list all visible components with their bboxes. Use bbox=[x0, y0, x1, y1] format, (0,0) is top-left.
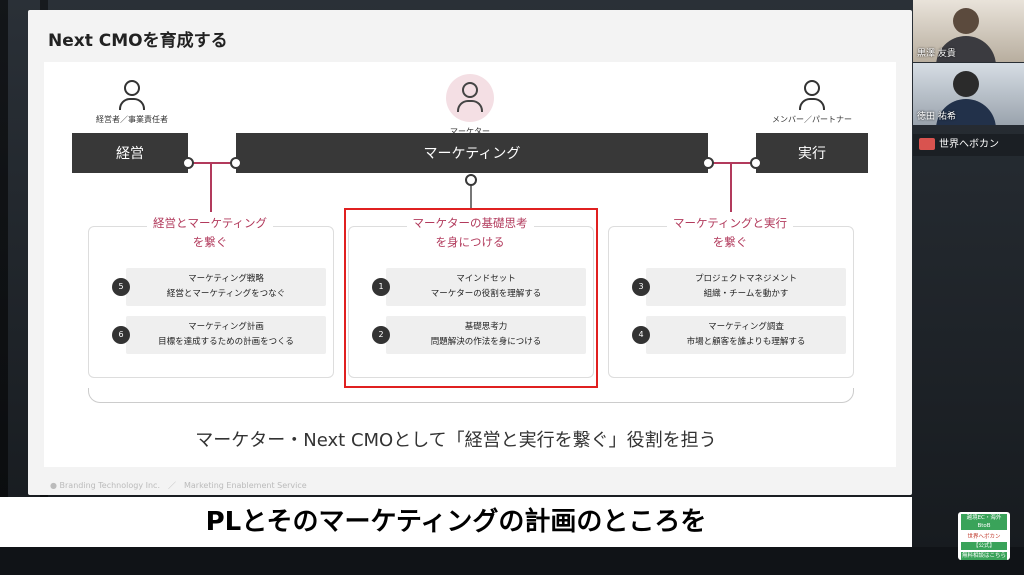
subtitle-caption: PLとそのマーケティングの計画のところを bbox=[0, 497, 912, 547]
corner-logo[interactable]: 越境EC・海外BtoB 世界へボカン 【公式】 無料相談はこちら bbox=[958, 512, 1010, 560]
item-title: マーケティング計画 bbox=[188, 322, 264, 332]
item-title: 基礎思考力 bbox=[464, 322, 508, 332]
card-title: マーケターの基礎思考 を身につける bbox=[348, 214, 592, 252]
card-title-line: を身につける bbox=[429, 235, 511, 249]
marketer-person: マーケター bbox=[430, 74, 510, 137]
participant-name: 黒澤 友貴 bbox=[917, 49, 956, 59]
connector-dot bbox=[182, 157, 194, 169]
person-body bbox=[799, 98, 825, 110]
connector-line bbox=[210, 164, 212, 212]
item-number: 1 bbox=[372, 278, 390, 296]
slide-footer: ● Branding Technology Inc. ／ Marketing E… bbox=[50, 481, 307, 490]
participant-video[interactable]: 黒澤 友貴 bbox=[913, 0, 1024, 62]
item-number: 5 bbox=[112, 278, 130, 296]
logo-line: 越境EC・海外BtoB bbox=[961, 514, 1007, 530]
list-item: 1 マインドセット マーケターの役割を理解する bbox=[372, 268, 586, 306]
management-bar: 経営 bbox=[72, 133, 188, 173]
card-title-line: 経営とマーケティング bbox=[146, 216, 274, 230]
item-title: マインドセット bbox=[456, 274, 516, 284]
card-title-line: を繋ぐ bbox=[186, 235, 234, 249]
connector-dot bbox=[230, 157, 242, 169]
item-number: 3 bbox=[632, 278, 650, 296]
connector-dot bbox=[750, 157, 762, 169]
connector-line bbox=[470, 178, 472, 208]
channel-banner: 世界へボカン bbox=[913, 134, 1024, 156]
execution-bar: 実行 bbox=[756, 133, 868, 173]
item-desc: 経営とマーケティングをつなぐ bbox=[166, 289, 286, 299]
participant-avatar bbox=[953, 71, 979, 97]
card-title-line: マーケティングと実行 bbox=[666, 216, 794, 230]
item-desc: 目標を達成するための計画をつくる bbox=[158, 337, 294, 347]
chat-bubble-icon bbox=[919, 138, 935, 150]
channel-name: 世界へボカン bbox=[939, 139, 999, 150]
list-item: 4 マーケティング調査 市場と顧客を誰よりも理解する bbox=[632, 316, 846, 354]
connector-line bbox=[730, 164, 732, 212]
item-desc: 問題解決の作法を身につける bbox=[430, 337, 542, 347]
person-icon bbox=[804, 80, 820, 96]
card-title-line: を繋ぐ bbox=[706, 235, 754, 249]
person-body bbox=[119, 98, 145, 110]
list-item: 6 マーケティング計画 目標を達成するための計画をつくる bbox=[112, 316, 326, 354]
item-desc: 組織・チームを動かす bbox=[703, 289, 789, 299]
participant-avatar bbox=[953, 8, 979, 34]
participant-name: 徳田 祐希 bbox=[917, 112, 956, 122]
item-desc: 市場と顧客を誰よりも理解する bbox=[686, 337, 806, 347]
marketer-label: マーケター bbox=[450, 127, 490, 136]
executive-person: 経営者／事業責任者 bbox=[92, 80, 172, 125]
item-title: マーケティング戦略 bbox=[188, 274, 264, 284]
highlight-box bbox=[344, 208, 598, 388]
card-title-line: マーケターの基礎思考 bbox=[406, 216, 534, 230]
card-title: 経営とマーケティング を繋ぐ bbox=[88, 214, 332, 252]
summary-text: マーケター・Next CMOとして「経営と実行を繋ぐ」役割を担う bbox=[195, 430, 717, 451]
person-icon bbox=[124, 80, 140, 96]
person-body bbox=[457, 100, 483, 112]
connector-dot bbox=[465, 174, 477, 186]
connector-line bbox=[188, 162, 236, 164]
participant-video[interactable]: 徳田 祐希 bbox=[913, 63, 1024, 125]
bottom-band bbox=[0, 547, 1024, 575]
card-title: マーケティングと実行 を繋ぐ bbox=[608, 214, 852, 252]
logo-line: 【公式】 bbox=[961, 542, 1007, 550]
logo-line: 世界へボカン bbox=[967, 534, 1001, 540]
list-item: 3 プロジェクトマネジメント 組織・チームを動かす bbox=[632, 268, 846, 306]
person-head bbox=[462, 82, 478, 98]
item-desc: マーケターの役割を理解する bbox=[430, 289, 542, 299]
member-person: メンバー／パートナー bbox=[752, 80, 872, 125]
logo-line: 無料相談はこちら bbox=[961, 552, 1007, 560]
marketing-bar: マーケティング bbox=[236, 133, 708, 173]
slide-title: Next CMOを育成する bbox=[48, 31, 228, 51]
item-title: マーケティング調査 bbox=[708, 322, 784, 332]
connector-dot bbox=[702, 157, 714, 169]
item-number: 6 bbox=[112, 326, 130, 344]
member-label: メンバー／パートナー bbox=[772, 115, 852, 124]
person-icon bbox=[446, 74, 494, 122]
bracket-divider bbox=[88, 388, 854, 403]
item-title: プロジェクトマネジメント bbox=[694, 274, 797, 284]
item-number: 4 bbox=[632, 326, 650, 344]
item-number: 2 bbox=[372, 326, 390, 344]
list-item: 5 マーケティング戦略 経営とマーケティングをつなぐ bbox=[112, 268, 326, 306]
connector-line bbox=[708, 162, 756, 164]
executive-label: 経営者／事業責任者 bbox=[96, 115, 168, 124]
list-item: 2 基礎思考力 問題解決の作法を身につける bbox=[372, 316, 586, 354]
